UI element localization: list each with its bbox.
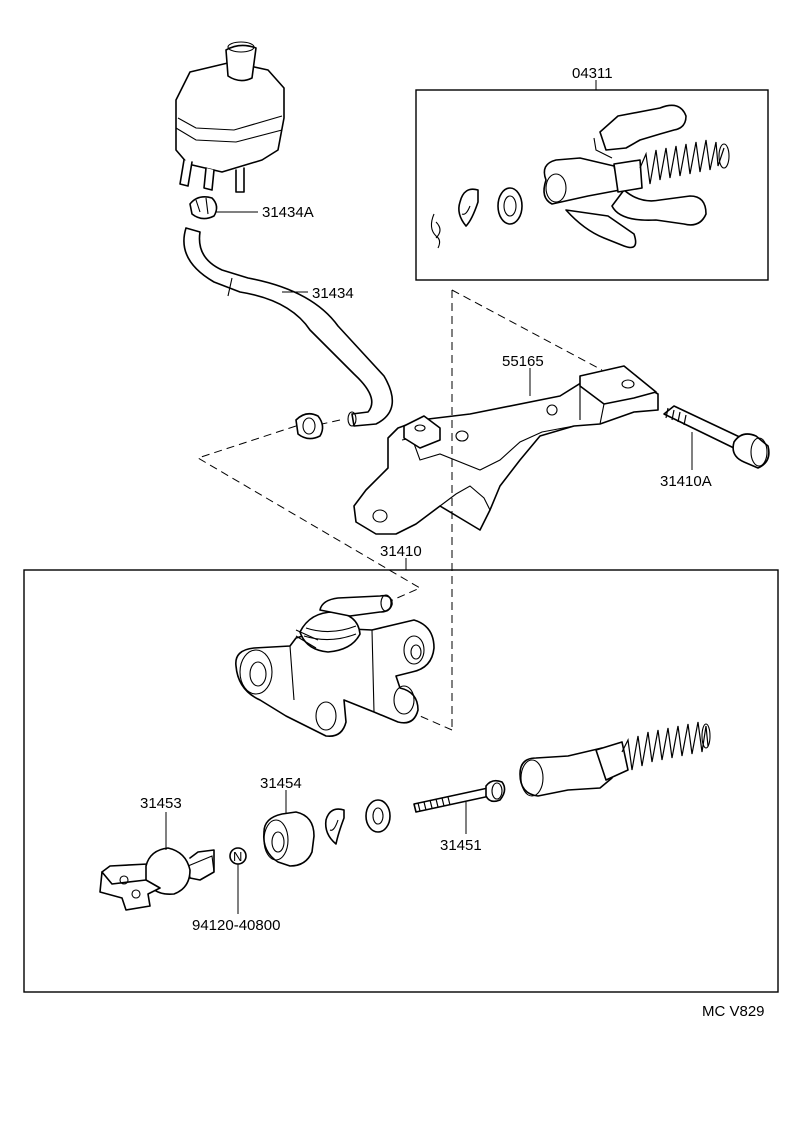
piston-spring-assembly[interactable] bbox=[519, 721, 711, 797]
hose-clamp-31434a[interactable] bbox=[189, 196, 218, 220]
label-31453: 31453 bbox=[140, 795, 182, 812]
label-04311: 04311 bbox=[572, 65, 613, 82]
label-31454: 31454 bbox=[260, 775, 302, 792]
kit-washer[interactable] bbox=[497, 187, 523, 225]
mounting-bolt[interactable] bbox=[663, 405, 770, 469]
label-31410a: 31410A bbox=[660, 473, 712, 490]
label-31434: 31434 bbox=[312, 285, 354, 302]
nut[interactable]: N bbox=[229, 847, 247, 865]
boot[interactable] bbox=[262, 811, 315, 867]
bracket[interactable] bbox=[353, 365, 659, 535]
label-94120-40800: 94120-40800 bbox=[192, 917, 280, 934]
reservoir-hose[interactable] bbox=[183, 227, 394, 427]
master-cylinder-body[interactable] bbox=[235, 594, 435, 738]
label-31410: 31410 bbox=[380, 543, 422, 560]
label-31451: 31451 bbox=[440, 837, 482, 854]
washer[interactable] bbox=[365, 799, 391, 833]
kit-cylinder-shape bbox=[565, 209, 637, 249]
nut-mark: N bbox=[233, 849, 242, 864]
assembly-dashed-lines bbox=[196, 289, 603, 731]
master-cylinder-box bbox=[23, 569, 779, 993]
kit-piston-spring[interactable] bbox=[543, 139, 730, 205]
kit-push-rod-clevis[interactable] bbox=[593, 104, 707, 226]
kit-cotter-pin[interactable] bbox=[430, 213, 441, 249]
label-31434a: 31434A bbox=[262, 204, 314, 221]
snap-ring[interactable] bbox=[324, 808, 345, 845]
clevis[interactable] bbox=[99, 847, 215, 911]
kit-snap-ring[interactable] bbox=[458, 188, 479, 227]
hose-clip[interactable] bbox=[295, 412, 324, 440]
label-55165: 55165 bbox=[502, 353, 544, 370]
diagram-code: MC V829 bbox=[702, 1003, 765, 1020]
reservoir-tank[interactable] bbox=[175, 41, 285, 193]
push-rod[interactable] bbox=[413, 779, 506, 813]
repair-kit-box bbox=[415, 89, 769, 281]
